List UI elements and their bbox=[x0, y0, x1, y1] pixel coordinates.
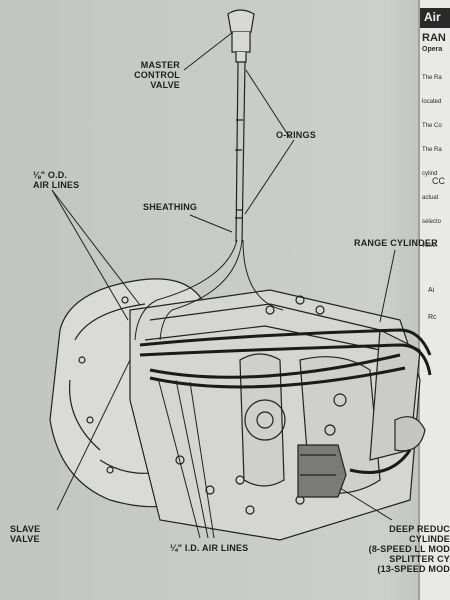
right-page-line: The Ra bbox=[422, 75, 442, 81]
air-lines bbox=[139, 328, 432, 474]
right-page-line: The Co bbox=[422, 123, 442, 129]
right-page-header: Air bbox=[424, 10, 441, 24]
label-master-control-valve: MASTER CONTROL VALVE bbox=[134, 60, 180, 90]
label-deep-reduction-cylinder: DEEP REDUC CYLINDE (8-SPEED LL MOD SPLIT… bbox=[368, 524, 450, 574]
right-page-line: located bbox=[422, 99, 442, 105]
right-page-line: The Ra bbox=[422, 147, 442, 153]
right-page-lines2: Ai Rc bbox=[428, 268, 437, 340]
thin-air-lines bbox=[134, 239, 284, 341]
right-page-line: Ai bbox=[428, 287, 435, 294]
right-page-line: selecto bbox=[422, 219, 442, 225]
label-o-rings: O-RINGS bbox=[276, 130, 316, 140]
right-page-section: RAN bbox=[422, 32, 446, 44]
label-range-cylinder: RANGE CYLINDER bbox=[354, 238, 438, 248]
right-page-line: cylind bbox=[422, 171, 438, 177]
leader-lines bbox=[51, 31, 396, 539]
shift-lever bbox=[227, 9, 255, 243]
label-od-air-lines: ⅛" O.D. AIR LINES bbox=[33, 170, 80, 190]
right-page-sub: Opera bbox=[422, 46, 443, 53]
right-page-line: valve. bbox=[422, 243, 438, 249]
right-page-lines: The Ra located The Co The Ra cylind actu… bbox=[422, 58, 442, 266]
label-id-air-lines: ¼" I.D. AIR LINES bbox=[170, 543, 249, 553]
right-facing-page bbox=[418, 0, 450, 600]
right-page-ref: CC bbox=[432, 176, 445, 186]
label-sheathing: SHEATHING bbox=[143, 202, 198, 212]
right-page-line: actuat bbox=[422, 195, 439, 201]
label-slave-valve: SLAVE VALVE bbox=[10, 524, 41, 544]
right-page-line: Rc bbox=[428, 314, 437, 321]
